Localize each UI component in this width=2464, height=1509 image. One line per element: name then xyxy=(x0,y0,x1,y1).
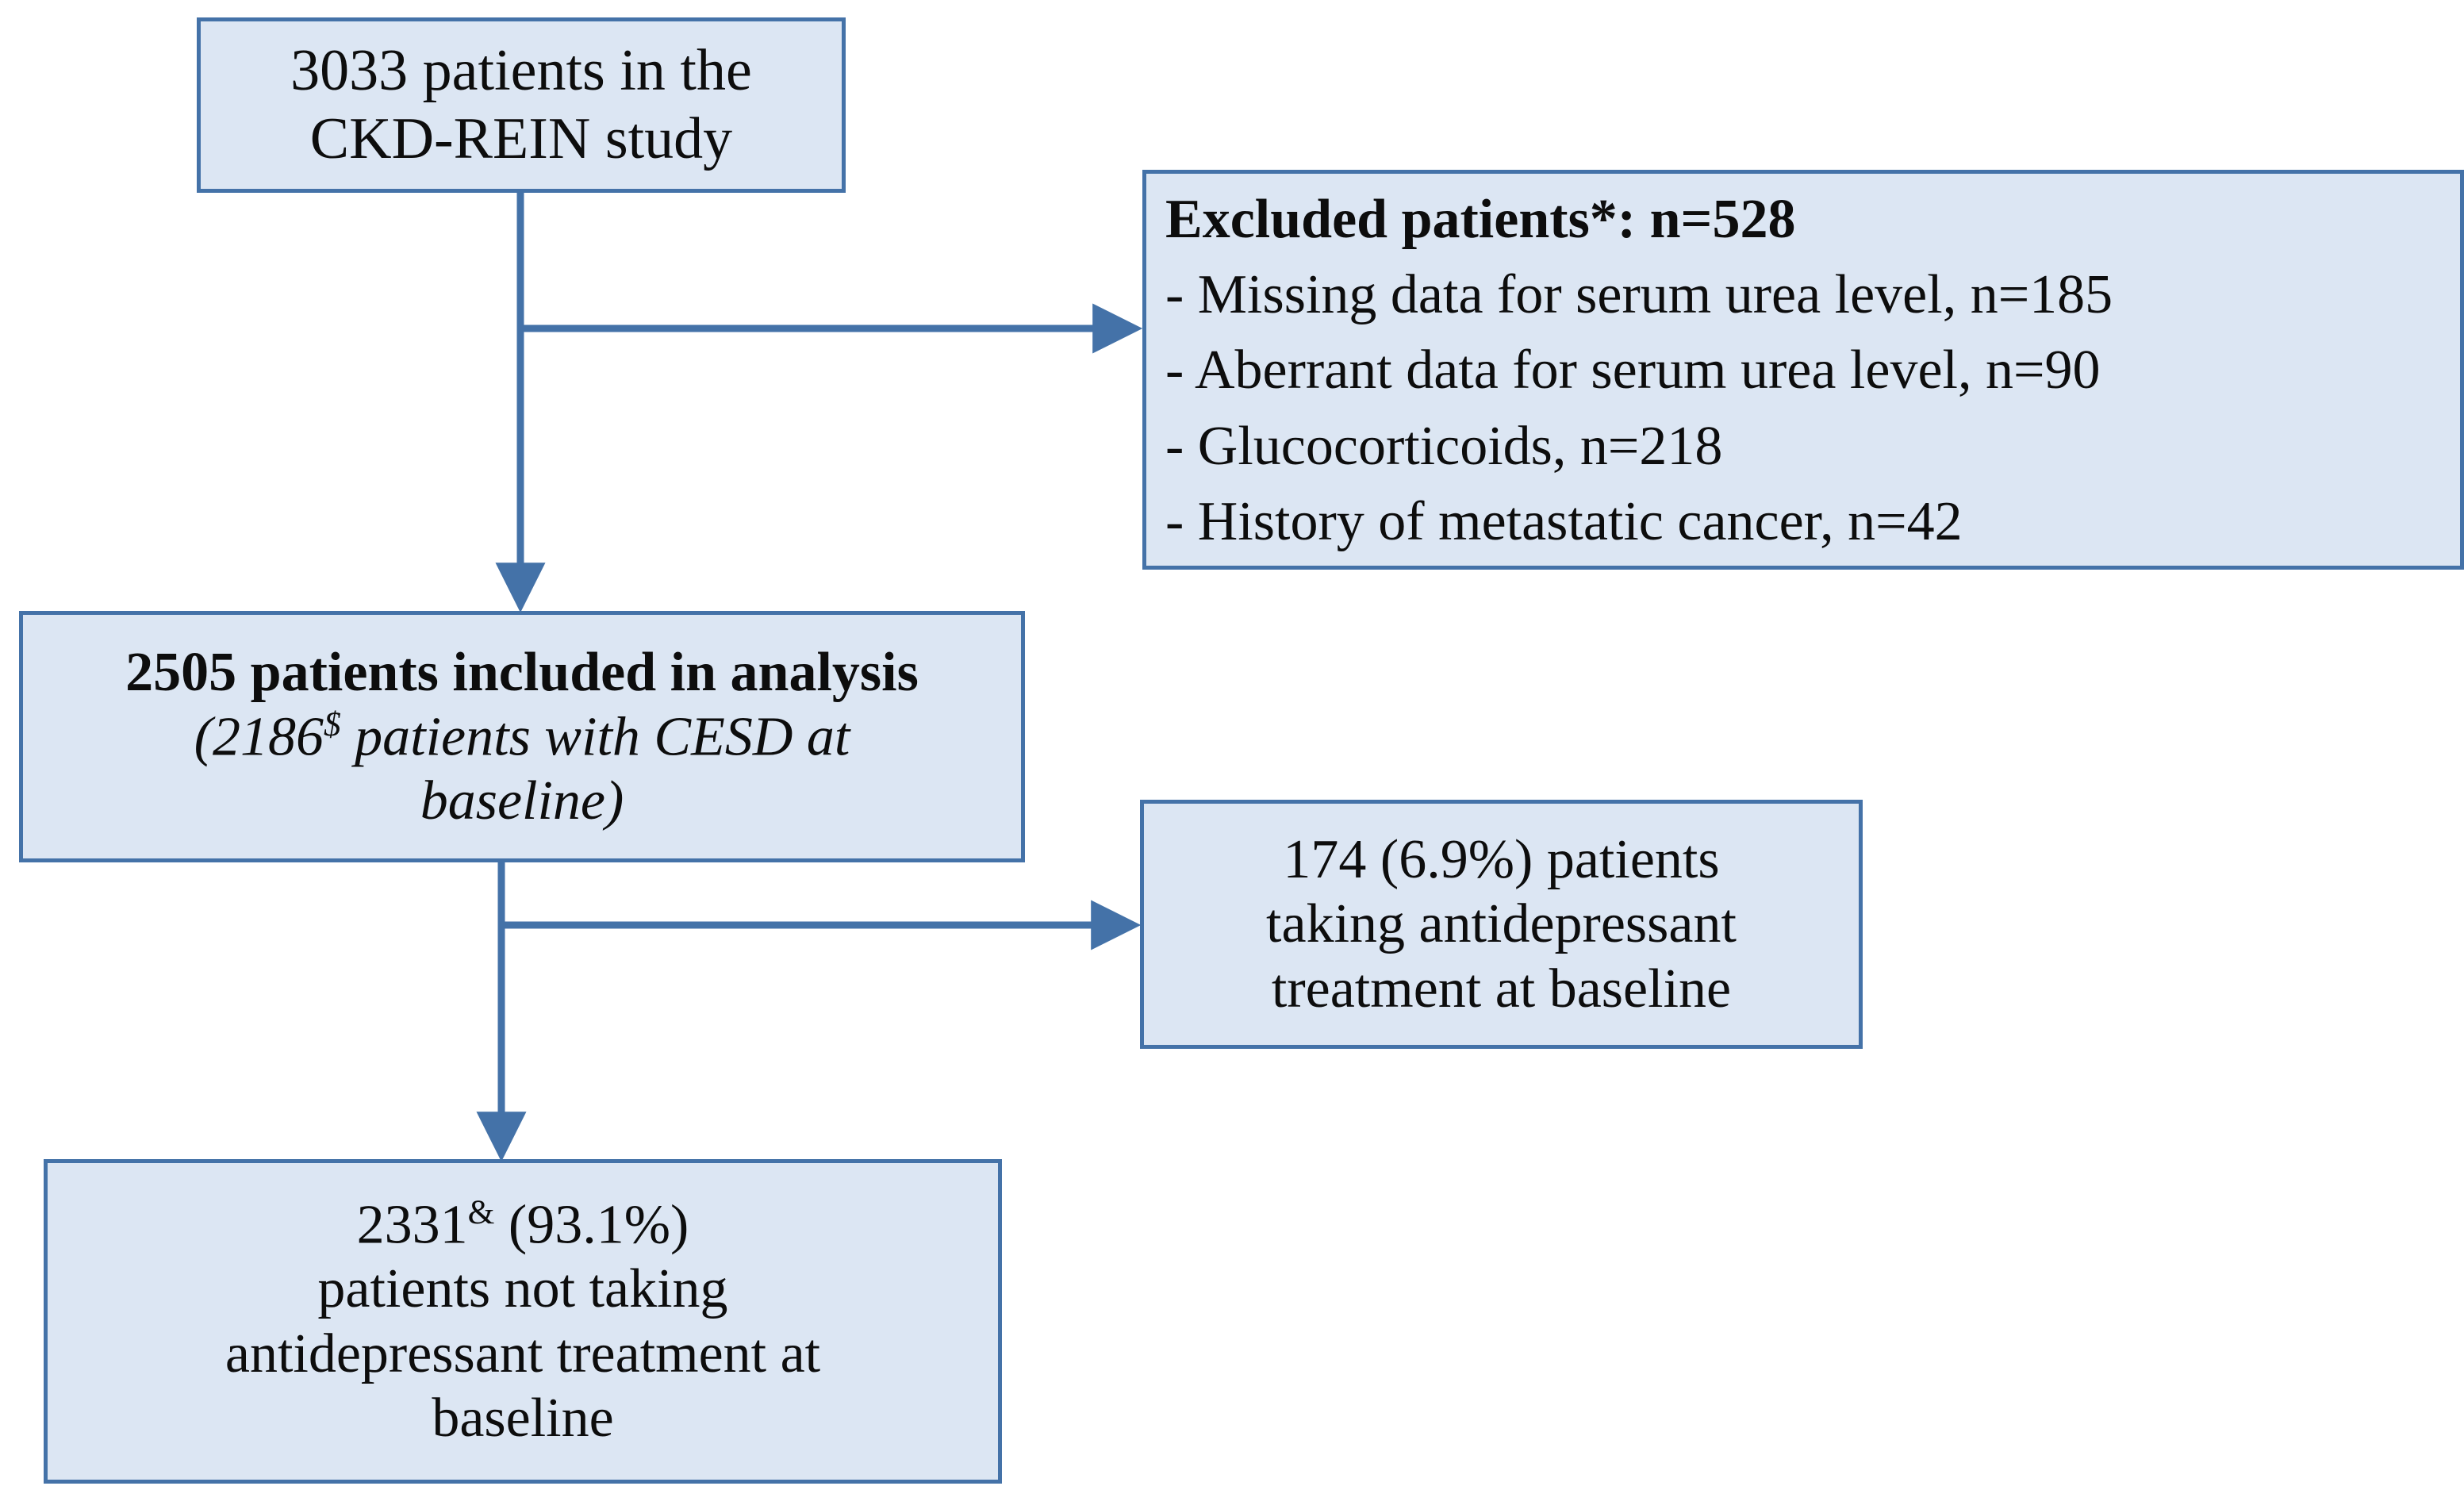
not-taking-percent: (93.1%) xyxy=(494,1194,689,1256)
excluded-reason-aberrant-urea: - Aberrant data for serum urea level, n=… xyxy=(1165,340,2101,401)
node-source-population: 3033 patients in the CKD-REIN study xyxy=(197,17,846,193)
source-line-2: CKD-REIN study xyxy=(309,106,733,171)
excluded-header: Excluded patients*: n=528 xyxy=(1165,189,1796,250)
included-subline-1: (2186$ patients with CESD at xyxy=(33,705,1011,770)
node-included-in-analysis: 2505 patients included in analysis (2186… xyxy=(19,611,1025,862)
taking-line-2: taking antidepressant xyxy=(1266,893,1737,955)
node-excluded-patients: Excluded patients*: n=528 - Missing data… xyxy=(1142,170,2464,570)
excluded-reason-metastatic-cancer: - History of metastatic cancer, n=42 xyxy=(1165,490,1963,552)
excluded-reason-missing-urea: - Missing data for serum urea level, n=1… xyxy=(1165,264,2113,326)
included-subline-2: baseline) xyxy=(420,770,624,832)
included-header: 2505 patients included in analysis xyxy=(125,641,919,703)
not-taking-footnote-marker: & xyxy=(467,1192,495,1231)
taking-line-3: treatment at baseline xyxy=(1271,958,1732,1019)
included-sub-suffix: patients with CESD at xyxy=(340,706,850,768)
included-footnote-marker: $ xyxy=(323,705,341,743)
node-not-taking-antidepressant: 2331& (93.1%) patients not taking antide… xyxy=(44,1159,1002,1484)
included-sub-prefix: (2186 xyxy=(194,706,324,768)
excluded-reason-glucocorticoids: - Glucocorticoids, n=218 xyxy=(1165,415,1723,477)
taking-line-1: 174 (6.9%) patients xyxy=(1283,829,1720,891)
not-taking-line-4: baseline xyxy=(432,1387,614,1449)
not-taking-count: 2331 xyxy=(356,1194,468,1256)
not-taking-line-1: 2331& (93.1%) xyxy=(60,1192,985,1258)
node-taking-antidepressant: 174 (6.9%) patients taking antidepressan… xyxy=(1140,800,1863,1049)
source-line-1: 3033 patients in the xyxy=(290,37,752,103)
not-taking-line-2: patients not taking xyxy=(317,1258,728,1320)
not-taking-line-3: antidepressant treatment at xyxy=(225,1323,821,1384)
